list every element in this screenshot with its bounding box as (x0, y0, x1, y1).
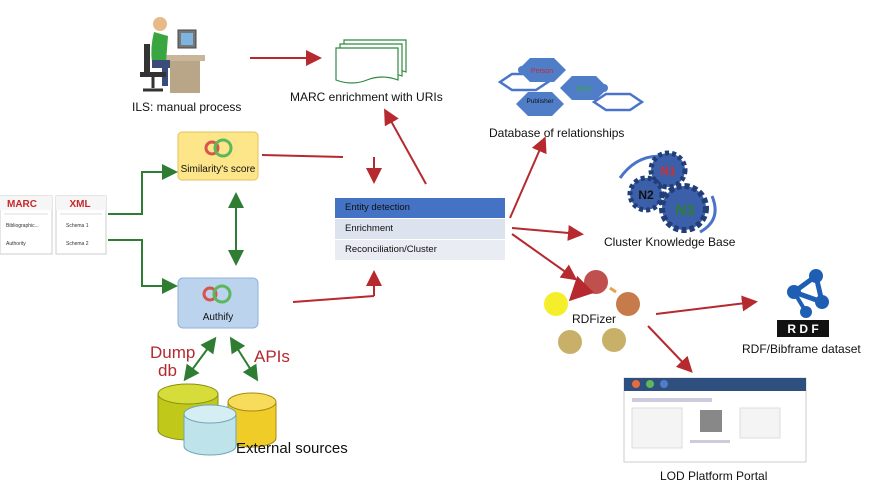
marc-row-2: Authority (6, 241, 26, 247)
label-marc-enrichment: MARC enrichment with URIs (290, 90, 443, 104)
xml-doc-title: XML (69, 199, 90, 210)
document-stack-icon (335, 39, 407, 84)
flow-arrows-green (108, 164, 259, 382)
xml-row-1: Schema 1 (66, 223, 89, 229)
rdf-logo-icon: R D F (777, 269, 829, 337)
similarity-node: Similarity's score (177, 131, 259, 181)
authify-node: Authify (177, 277, 259, 329)
panel-item-enrichment: Enrichment (335, 219, 505, 239)
marc-row-1: Bibliographic... (6, 223, 39, 229)
source-documents: MARC Bibliographic... Authority XML Sche… (0, 195, 107, 255)
xml-row-2: Schema 2 (66, 241, 89, 247)
flow-arrows-red (250, 50, 758, 373)
label-dump: Dump (150, 343, 196, 362)
label-apis: APIs (254, 347, 290, 366)
label-rdfizer: RDFizer (572, 312, 616, 326)
label-ils: ILS: manual process (132, 100, 242, 114)
person-at-desk-icon (140, 17, 205, 93)
process-panel: Entity detection Enrichment Reconciliati… (335, 198, 505, 261)
label-external-sources: External sources (236, 440, 348, 457)
hexagon-network-icon: Person Work Publisher (497, 58, 645, 116)
hex-publisher-label: Publisher (526, 98, 554, 105)
panel-item-reconciliation: Reconciliation/Cluster (335, 240, 505, 260)
gear-n1-label: N1 (660, 164, 676, 178)
rdfizer-cycle (544, 270, 640, 354)
label-rdf-dataset: RDF/Bibframe dataset (742, 342, 861, 356)
gear-n3-label: N3 (675, 202, 694, 219)
rdf-logo-text: R D F (787, 322, 818, 336)
label-cluster-kb: Cluster Knowledge Base (604, 235, 736, 249)
gear-n2-label: N2 (638, 188, 654, 202)
similarity-label: Similarity's score (181, 164, 256, 175)
label-db: db (158, 361, 177, 380)
hex-person-label: Person (531, 68, 553, 75)
hex-work-label: Work (576, 86, 593, 93)
database-cylinder-icon (157, 383, 277, 456)
marc-doc-title: MARC (7, 199, 37, 210)
label-lod-portal: LOD Platform Portal (660, 469, 768, 483)
portal-screenshot-icon (623, 377, 807, 463)
label-db-relationships: Database of relationships (489, 126, 625, 140)
gear-cluster-icon: N1 N2 N3 (618, 150, 717, 234)
authify-label: Authify (203, 312, 234, 323)
panel-item-entity-detection: Entity detection (335, 198, 505, 218)
